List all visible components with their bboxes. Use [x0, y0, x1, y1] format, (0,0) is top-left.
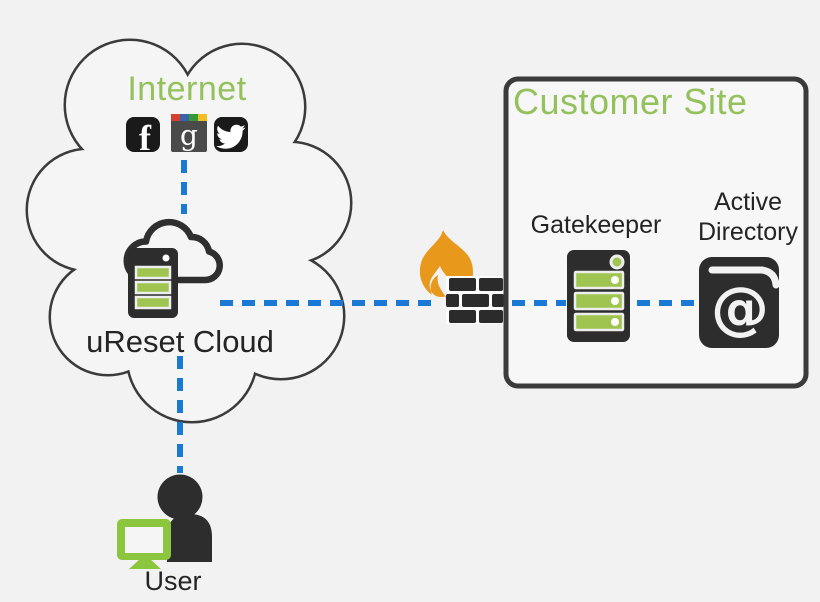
user-icon	[117, 474, 212, 569]
brick	[449, 310, 476, 323]
google-tile	[171, 114, 207, 152]
server-bar	[134, 265, 172, 280]
customer-site-title: Customer Site	[513, 81, 748, 122]
monitor-stand	[129, 559, 161, 569]
brick	[462, 294, 489, 307]
server-bar	[573, 291, 625, 311]
google-stripe-yellow	[198, 114, 207, 121]
google-stripe-blue	[180, 114, 189, 121]
ureset-cloud-label: uReset Cloud	[86, 324, 274, 359]
brick	[449, 278, 476, 291]
active-directory-label: Active Directory	[697, 188, 798, 246]
twitter-bird-glyph	[216, 124, 246, 149]
server-bar	[573, 270, 625, 290]
ureset-server-icon	[123, 218, 223, 318]
server-bar-dot	[611, 318, 619, 326]
firewall-icon	[419, 230, 504, 324]
brick-wall	[446, 278, 504, 323]
server-bar-dot	[611, 297, 619, 305]
gatekeeper-label: Gatekeeper	[530, 211, 662, 239]
gatekeeper-server-icon	[567, 250, 630, 342]
server-led	[609, 254, 625, 270]
at-glyph: @	[711, 274, 769, 342]
google-stripe-red	[171, 114, 180, 121]
server-bar	[573, 312, 625, 332]
person-body	[167, 514, 212, 562]
google-icon: g	[171, 114, 207, 152]
facebook-glyph: f	[139, 118, 152, 158]
facebook-tile	[126, 117, 160, 152]
book-cover-fold	[758, 266, 780, 289]
server-bar-dot	[611, 276, 619, 284]
person-head	[157, 474, 203, 520]
facebook-icon: f	[126, 117, 160, 158]
server-led	[162, 254, 170, 262]
brick	[492, 294, 504, 307]
flame-glyph	[419, 230, 473, 298]
twitter-icon	[214, 117, 248, 152]
book-body	[699, 257, 779, 348]
brick	[479, 278, 503, 291]
google-glyph: g	[180, 119, 198, 152]
monitor-screen	[125, 527, 163, 553]
google-stripe-green	[189, 114, 198, 121]
brick	[446, 294, 459, 307]
brick	[479, 310, 503, 323]
server-bar	[134, 295, 172, 310]
server-bar	[134, 280, 172, 295]
internet-title: Internet	[127, 70, 247, 108]
user-label: User	[144, 566, 202, 596]
active-directory-icon: @	[699, 257, 780, 348]
